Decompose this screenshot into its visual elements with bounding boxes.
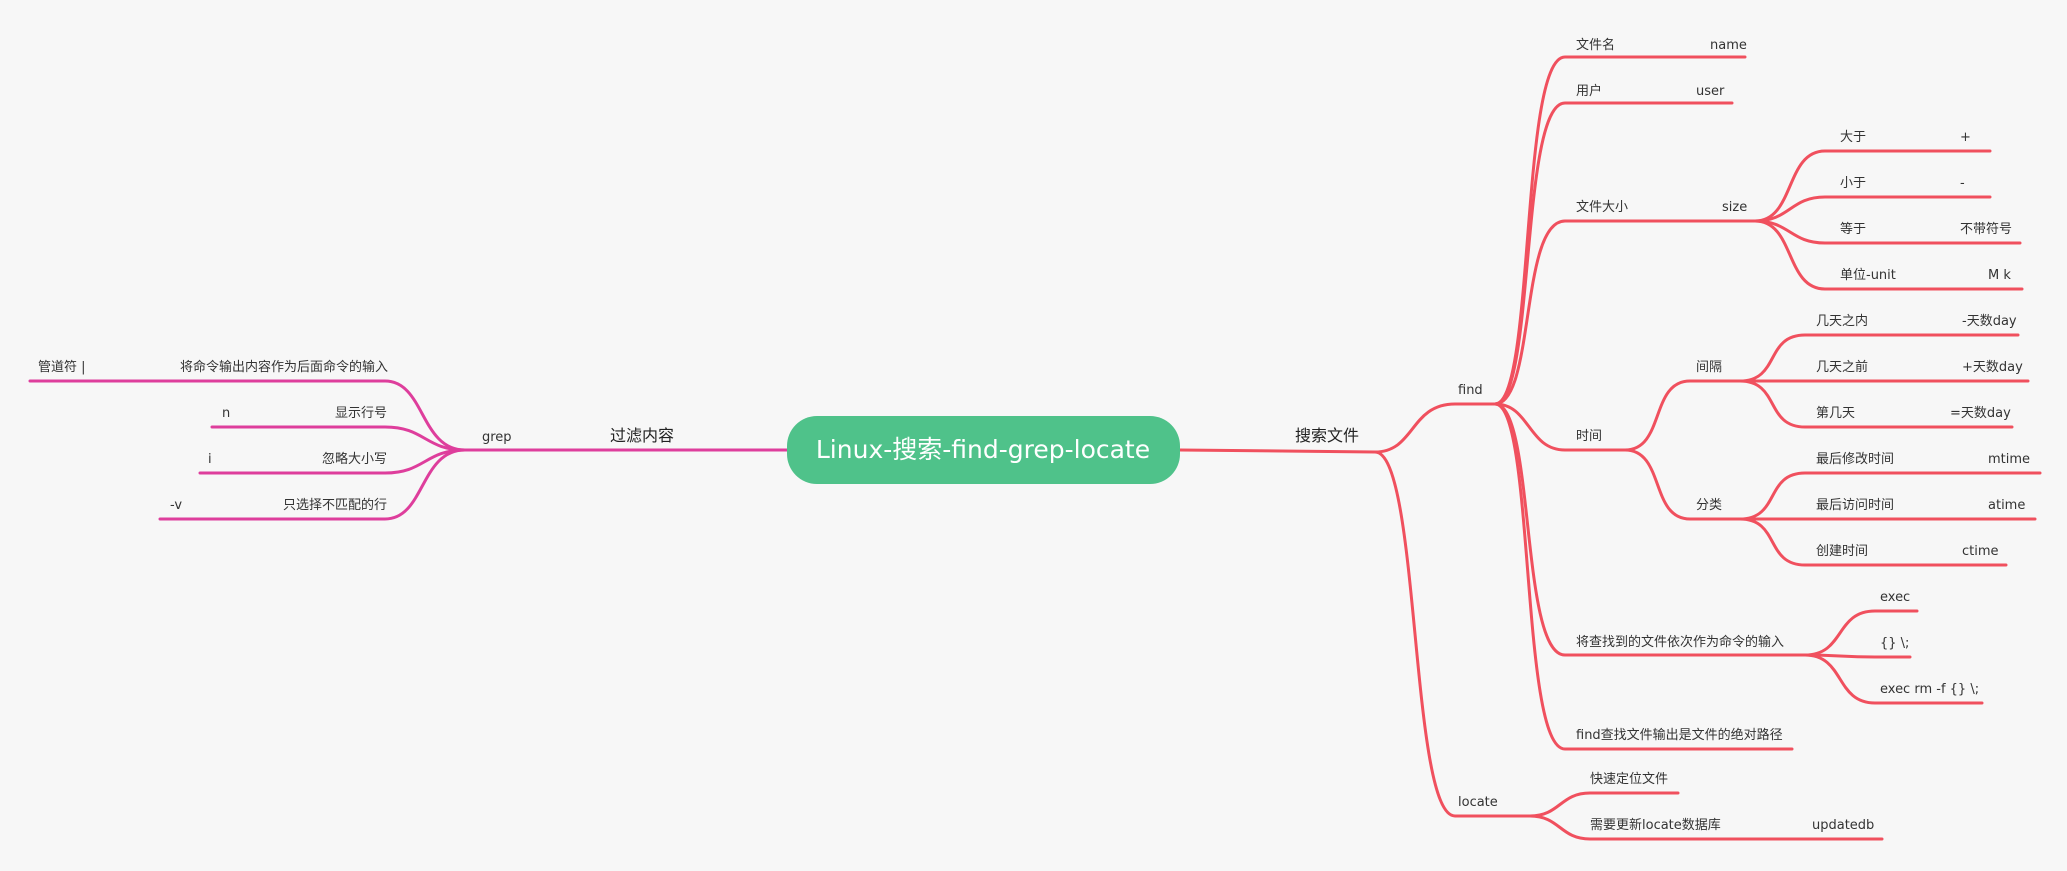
edge-find-exec (1493, 402, 1807, 657)
edge-find-time (1493, 402, 1627, 452)
node-interval-nth-value[interactable]: =天数day (1950, 406, 2011, 421)
node-exec-exec[interactable]: exec (1880, 590, 1910, 605)
left-labels: 过滤内容 grep 管道符 | 将命令输出内容作为后面命令的输入 n 显示行号 … (38, 359, 674, 513)
node-grep-pipe-desc[interactable]: 将命令输出内容作为后面命令的输入 (180, 359, 388, 375)
edge-grep-v (158, 448, 467, 521)
edge-size-lt (1753, 195, 1992, 223)
node-size-lt[interactable]: 小于 (1840, 176, 1866, 191)
node-interval-nth[interactable]: 第几天 (1816, 406, 1855, 421)
node-interval-within-value[interactable]: -天数day (1962, 314, 2017, 329)
node-category-mtime[interactable]: 最后修改时间 (1816, 452, 1894, 467)
edge-size-unit (1753, 219, 2024, 291)
edge-locate-quick (1528, 791, 1680, 818)
node-category-atime-value[interactable]: atime (1988, 498, 2025, 513)
node-grep[interactable]: grep (482, 430, 512, 445)
edge-find-user (1493, 101, 1734, 406)
node-size-unit[interactable]: 单位-unit (1840, 268, 1896, 283)
edge-search-locate (1373, 450, 1532, 818)
edge-grep-n (210, 425, 467, 452)
node-grep-pipe[interactable]: 管道符 | (38, 359, 86, 375)
root-node[interactable]: Linux-搜索-find-grep-locate (787, 416, 1180, 484)
edge-time-interval (1623, 379, 1742, 452)
edge-locate-update (1528, 814, 1884, 841)
edge-find-filename (1493, 55, 1747, 406)
right-labels: 搜索文件 find 文件名 name 用户 user 文件大小 size 大于 … (1295, 37, 2030, 833)
edge-search-find (1373, 402, 1497, 454)
edge-interval-within (1738, 333, 2020, 383)
node-filename-value[interactable]: name (1710, 38, 1747, 53)
node-size-lt-value[interactable]: - (1960, 176, 1965, 191)
node-interval[interactable]: 间隔 (1696, 360, 1722, 375)
node-filename[interactable]: 文件名 (1576, 37, 1615, 53)
node-interval-before[interactable]: 几天之前 (1816, 359, 1868, 375)
node-time[interactable]: 时间 (1576, 429, 1602, 444)
node-user[interactable]: 用户 (1576, 83, 1602, 99)
node-locate[interactable]: locate (1458, 795, 1498, 810)
edge-root-search (1178, 448, 1377, 454)
node-grep-n[interactable]: n (222, 406, 230, 421)
node-size-eq[interactable]: 等于 (1840, 221, 1866, 237)
node-exec[interactable]: 将查找到的文件依次作为命令的输入 (1576, 634, 1784, 650)
node-user-value[interactable]: user (1696, 84, 1725, 99)
root-node-box (787, 416, 1180, 484)
node-filter-content[interactable]: 过滤内容 (610, 426, 674, 445)
node-exec-rm[interactable]: exec rm -f {} \; (1880, 682, 1979, 697)
node-grep-i[interactable]: i (208, 452, 212, 467)
node-size-key[interactable]: size (1722, 200, 1747, 215)
node-grep-i-desc[interactable]: 忽略大小写 (322, 451, 387, 467)
node-locate-update[interactable]: 需要更新locate数据库 (1590, 817, 1721, 833)
root-node-label: Linux-搜索-find-grep-locate (816, 435, 1150, 464)
node-category[interactable]: 分类 (1696, 498, 1722, 513)
node-category-ctime-value[interactable]: ctime (1962, 544, 1999, 559)
edge-time-category (1623, 448, 1742, 521)
node-category-mtime-value[interactable]: mtime (1988, 452, 2030, 467)
node-interval-before-value[interactable]: +天数day (1962, 360, 2023, 375)
node-size-unit-value[interactable]: M k (1988, 268, 2011, 283)
node-filesize[interactable]: 文件大小 (1576, 200, 1628, 215)
edge-size-gt (1753, 149, 1992, 223)
node-find[interactable]: find (1458, 383, 1483, 398)
node-grep-v-desc[interactable]: 只选择不匹配的行 (283, 497, 387, 513)
node-abspath[interactable]: find查找文件输出是文件的绝对路径 (1576, 727, 1783, 743)
node-locate-update-value[interactable]: updatedb (1812, 818, 1874, 833)
edge-grep-pipe (28, 379, 467, 452)
node-size-gt-value[interactable]: + (1960, 130, 1971, 145)
node-category-atime[interactable]: 最后访问时间 (1816, 498, 1894, 513)
node-size-eq-value[interactable]: 不带符号 (1960, 221, 2012, 237)
edge-exec-rm (1803, 653, 1984, 705)
edge-interval-nth (1738, 379, 2014, 429)
node-locate-quick[interactable]: 快速定位文件 (1590, 772, 1668, 787)
edge-find-abspath (1493, 402, 1794, 751)
edge-category-mtime (1738, 471, 2042, 521)
node-grep-v[interactable]: -v (170, 498, 182, 513)
edge-find-size (1493, 219, 1757, 406)
edges-left (28, 379, 789, 521)
edge-exec-exec (1803, 609, 1919, 657)
edge-category-ctime (1738, 517, 2008, 567)
node-category-ctime[interactable]: 创建时间 (1816, 544, 1868, 559)
edges-right (1178, 55, 2042, 841)
node-interval-within[interactable]: 几天之内 (1816, 313, 1868, 329)
node-search-files[interactable]: 搜索文件 (1295, 426, 1359, 445)
node-size-gt[interactable]: 大于 (1840, 130, 1866, 145)
node-grep-n-desc[interactable]: 显示行号 (335, 406, 387, 421)
node-exec-braces[interactable]: {} \; (1880, 636, 1909, 651)
